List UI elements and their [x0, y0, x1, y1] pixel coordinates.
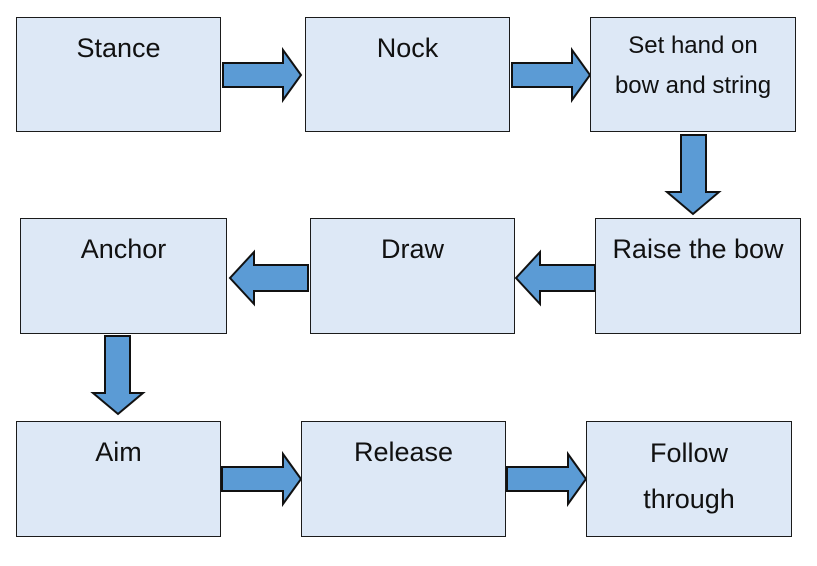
step-follow-through: Follow through	[586, 421, 792, 537]
arrow-right-icon	[511, 46, 592, 104]
step-label: Nock	[376, 33, 439, 63]
step-label: Draw	[380, 234, 444, 264]
step-label: Aim	[95, 437, 142, 467]
step-set-hand: Set hand on bow and string	[590, 17, 796, 132]
step-anchor: Anchor	[20, 218, 227, 334]
arrow-left-icon	[228, 249, 309, 307]
step-label-line2: through	[643, 484, 735, 514]
arrow-down-icon	[90, 335, 146, 416]
step-label: Stance	[76, 33, 161, 63]
step-label: Follow	[649, 438, 729, 468]
step-raise-the-bow: Raise the bow	[595, 218, 801, 334]
step-label: Set hand on	[628, 32, 758, 59]
arrow-right-icon	[506, 450, 588, 508]
step-draw: Draw	[310, 218, 515, 334]
step-stance: Stance	[16, 17, 221, 132]
step-nock: Nock	[305, 17, 510, 132]
step-label: Anchor	[80, 234, 167, 264]
step-label: Raise the bow	[612, 234, 784, 264]
arrow-right-icon	[222, 46, 303, 104]
arrow-left-icon	[514, 249, 596, 307]
step-release: Release	[301, 421, 506, 537]
arrow-down-icon	[664, 134, 722, 216]
step-label-line2: bow and string	[614, 72, 772, 99]
arrow-right-icon	[221, 450, 303, 508]
step-label: Release	[353, 437, 454, 467]
step-aim: Aim	[16, 421, 221, 537]
